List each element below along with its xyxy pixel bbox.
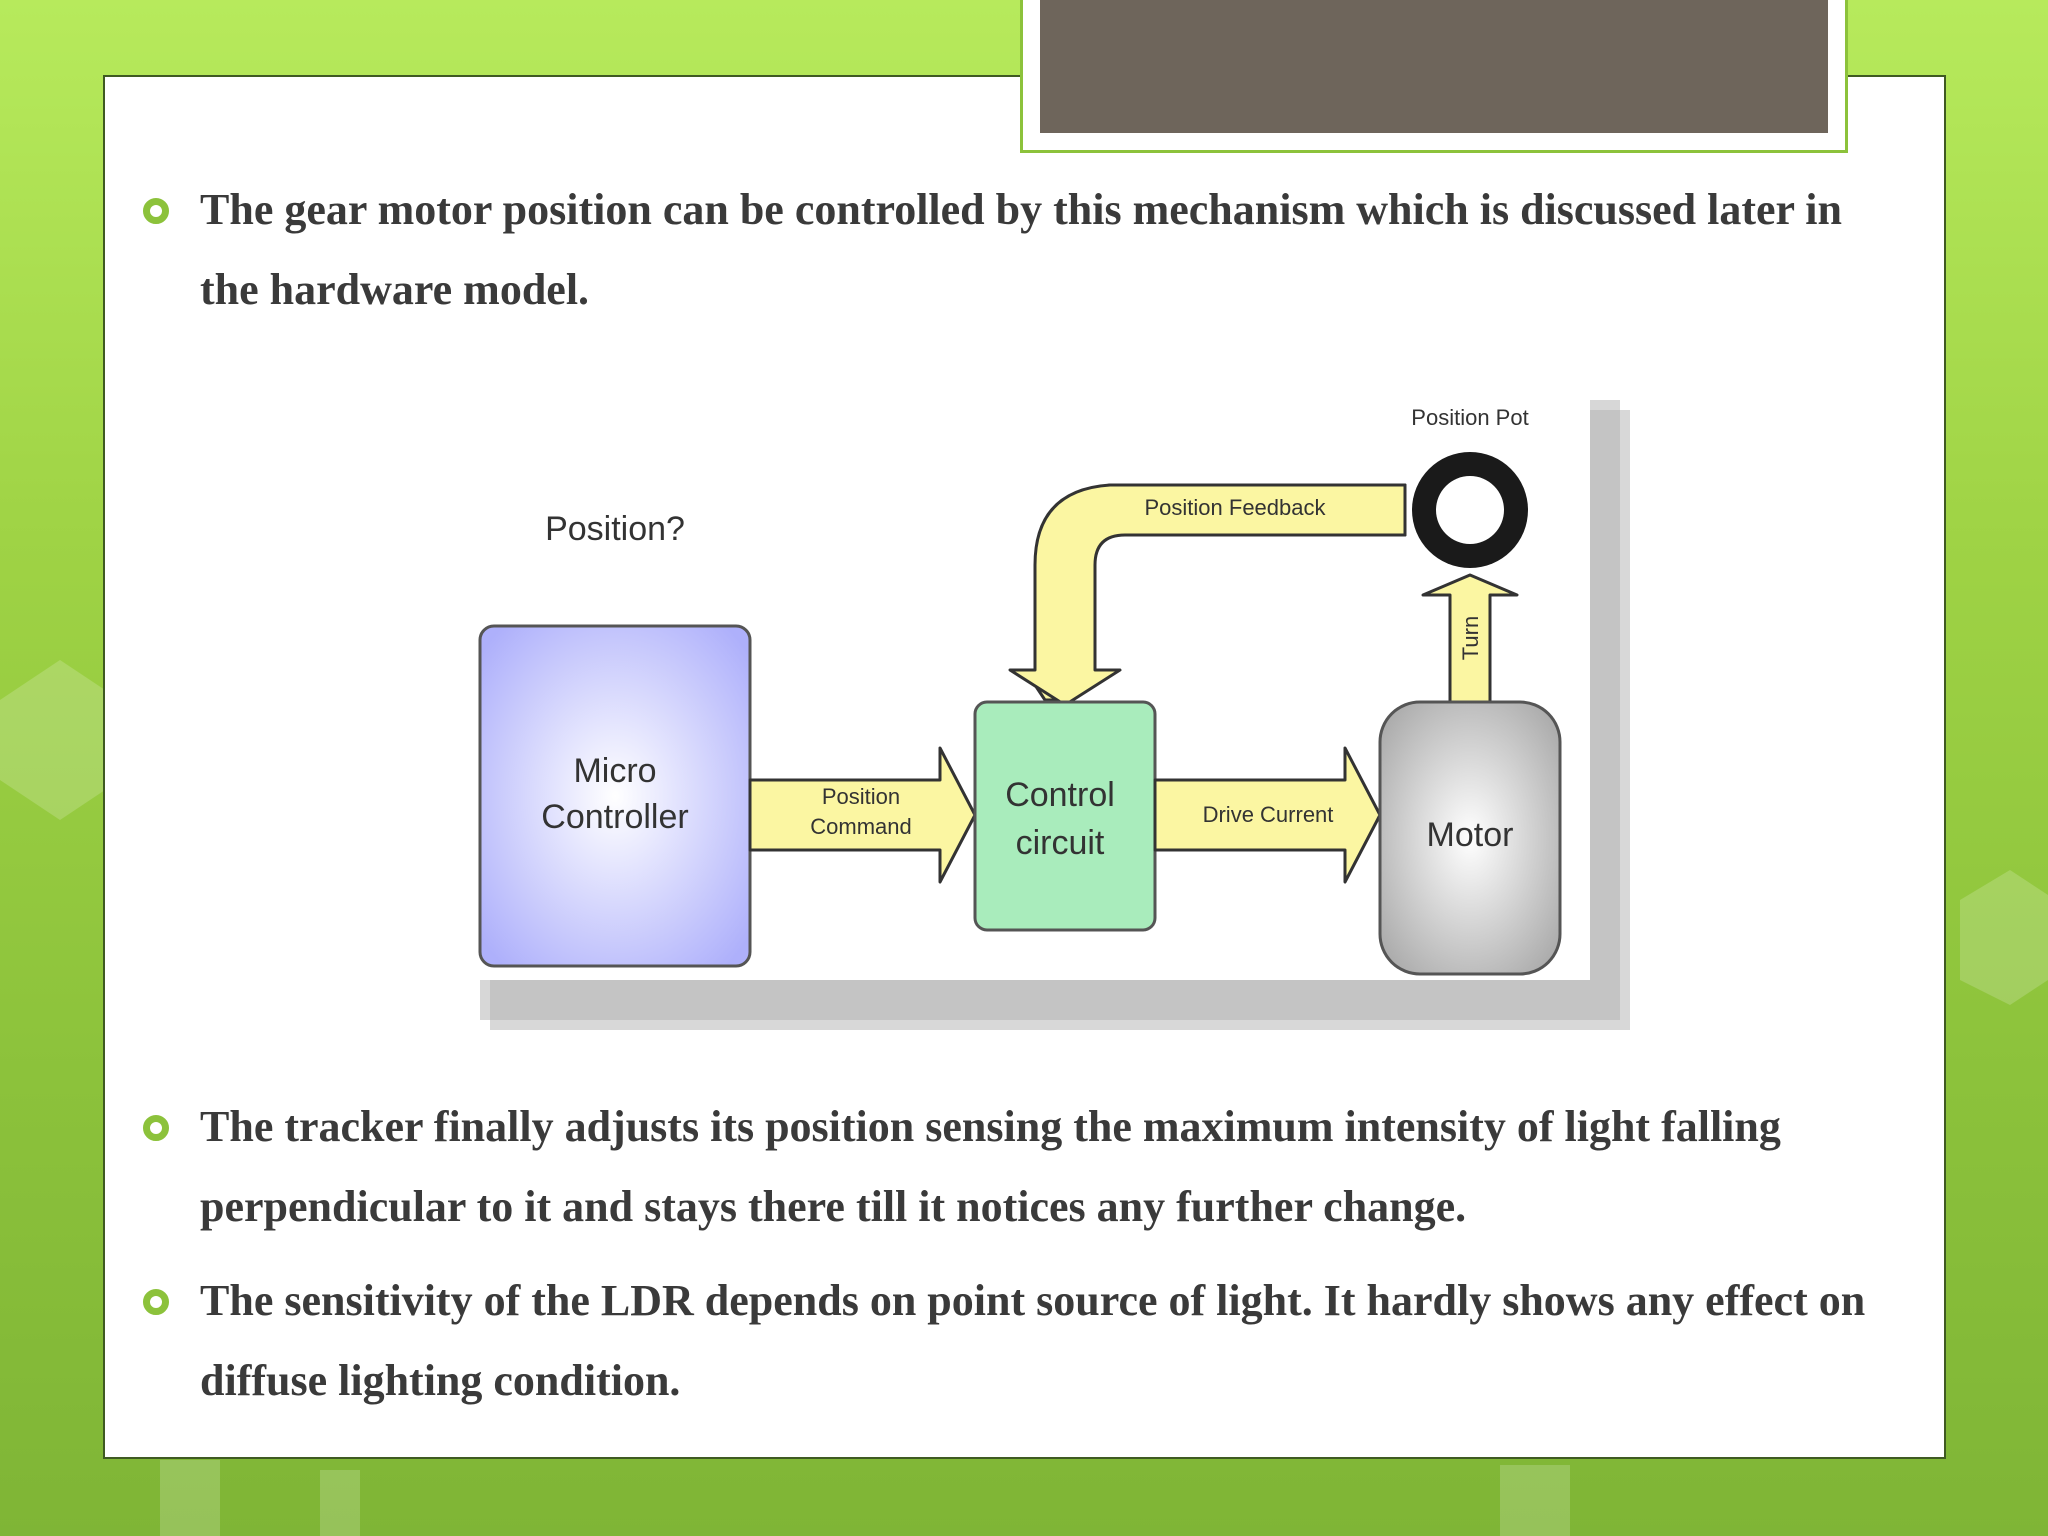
bullet-icon <box>143 198 169 224</box>
bullet-icon <box>143 1115 169 1141</box>
turn-arrow <box>1421 573 1519 707</box>
title-placeholder <box>1040 0 1828 133</box>
bullet-text-2: The tracker finally adjusts its position… <box>200 1102 1781 1231</box>
motor-label: Motor <box>1427 816 1514 854</box>
control-circuit-block <box>973 700 1157 932</box>
turn-label: Turn <box>1458 616 1483 660</box>
control-label-line1: Control <box>1005 776 1115 814</box>
position-pot-hole <box>1436 476 1504 544</box>
motor-block <box>1378 700 1562 976</box>
micro-label-line1: Micro <box>573 752 656 790</box>
position-command-arrow <box>748 746 977 884</box>
position-question-label: Position? <box>545 510 685 548</box>
micro-label-line2: Controller <box>541 798 688 836</box>
control-label-line2: circuit <box>1016 824 1105 862</box>
bullet-text-1: The gear motor position can be controlle… <box>200 185 1842 314</box>
command-label-line1: Position <box>822 784 900 809</box>
bullet-text-3: The sensitivity of the LDR depends on po… <box>200 1276 1866 1405</box>
bullet-icon <box>143 1289 169 1315</box>
drive-current-arrow <box>1153 746 1382 884</box>
command-label-line2: Command <box>810 814 911 839</box>
servo-control-diagram: Position? Micro Controller Position Comm… <box>460 380 1630 1030</box>
position-pot-label: Position Pot <box>1411 405 1528 430</box>
drive-current-label: Drive Current <box>1203 802 1334 827</box>
position-feedback-label: Position Feedback <box>1145 495 1327 520</box>
micro-controller-block <box>478 624 752 968</box>
position-feedback-arrow-body <box>1008 483 1407 707</box>
